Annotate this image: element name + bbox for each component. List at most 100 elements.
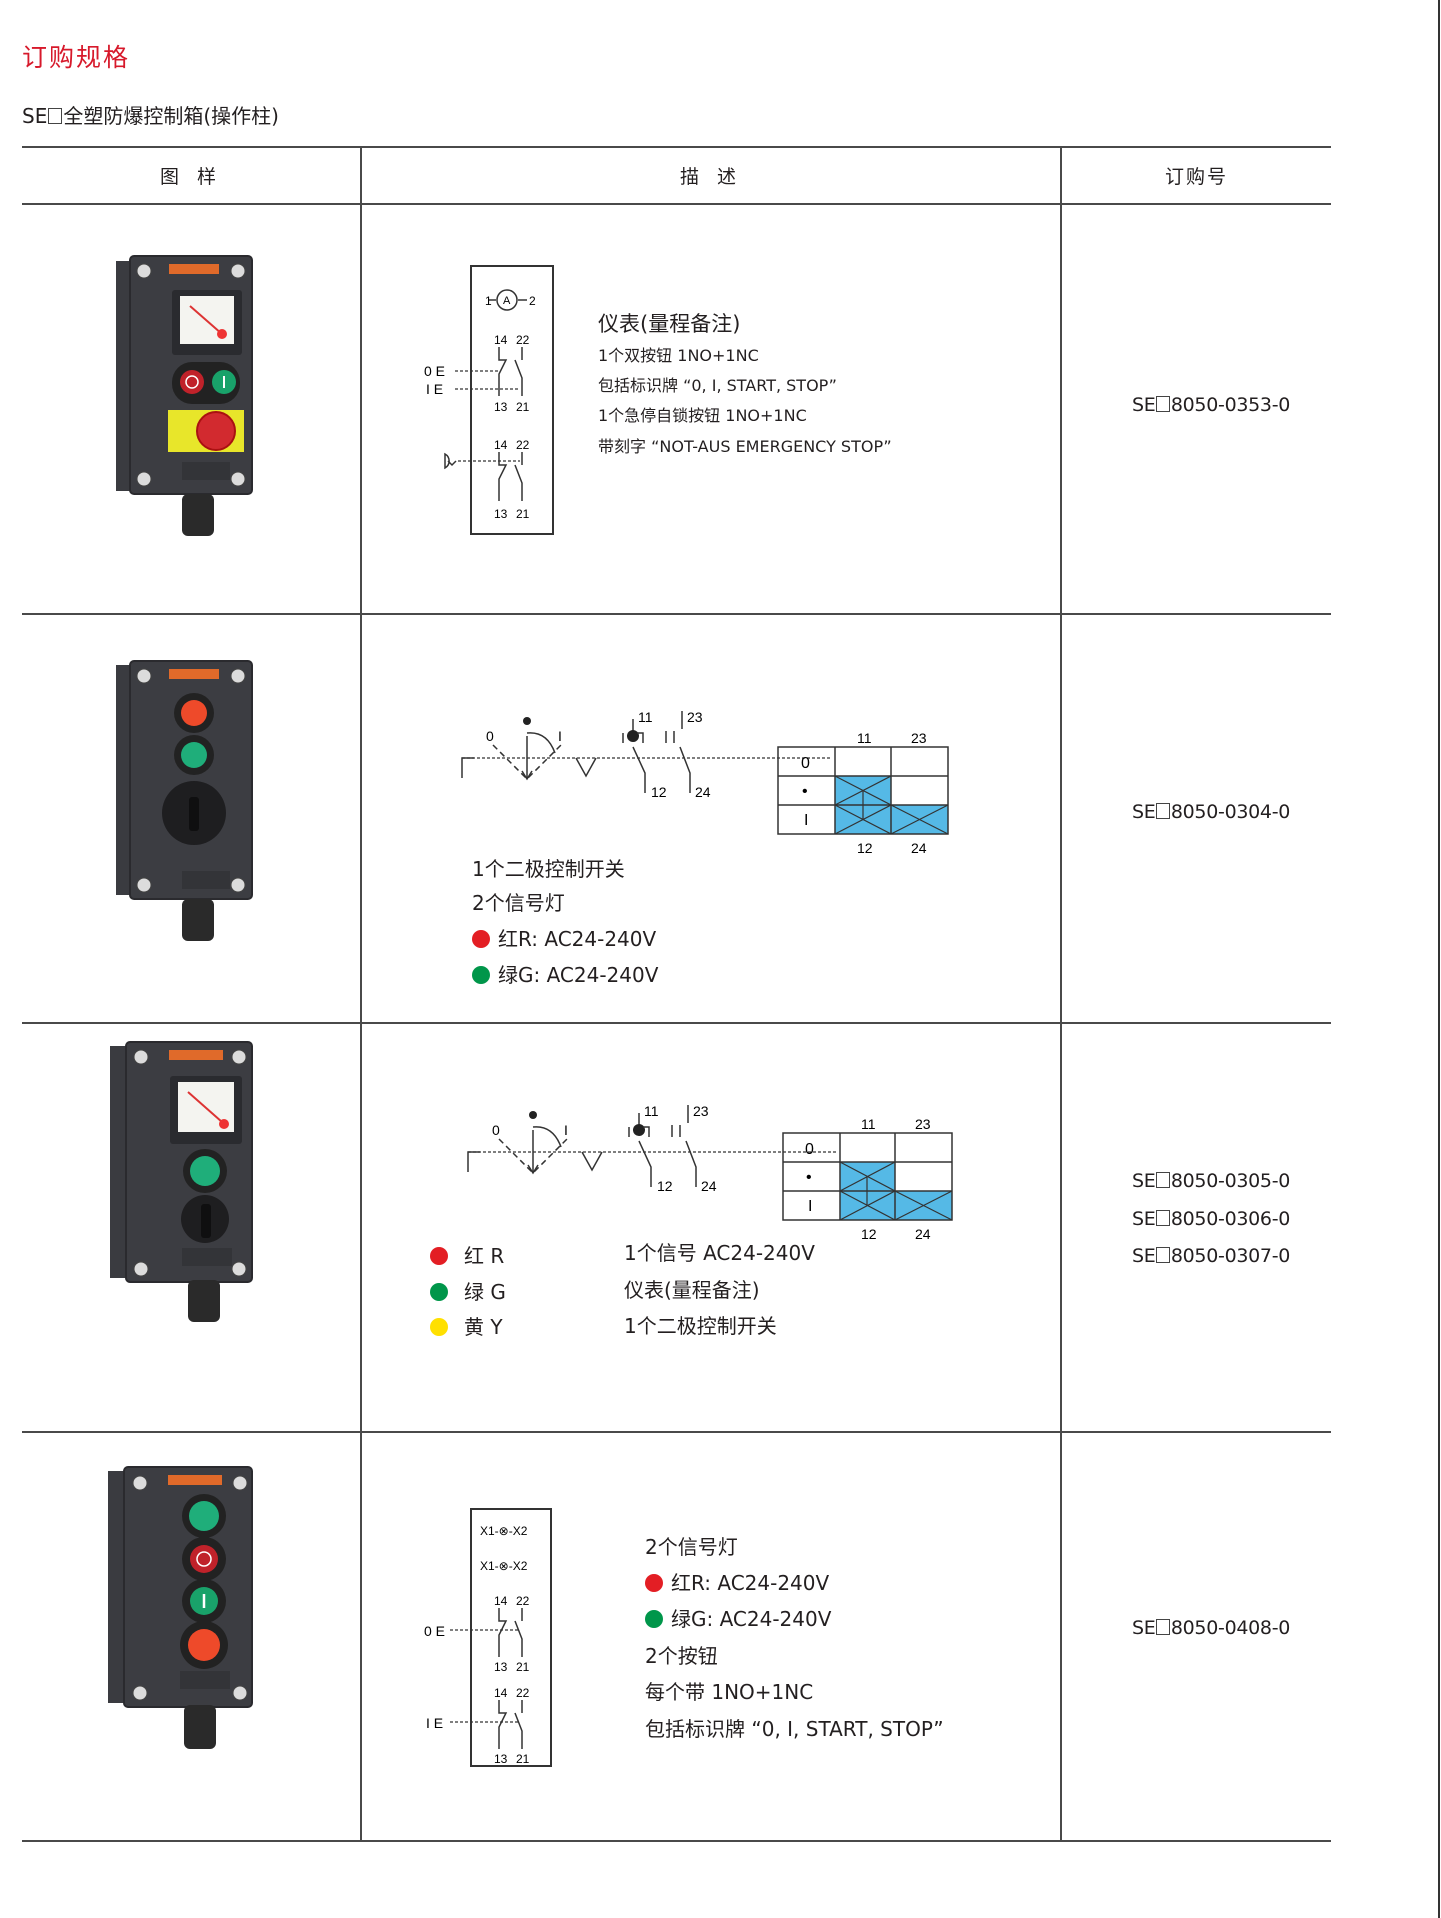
- switch-terminal: 24: [701, 1178, 717, 1194]
- matrix-row-label: •: [802, 783, 808, 800]
- page-title: 订购规格: [22, 43, 131, 72]
- desc-line: 仪表(量程备注): [598, 312, 741, 336]
- matrix-row-label: I: [804, 812, 808, 829]
- table-row: X1-⊗-X2 X1-⊗-X2 14 22 13 21 0 E 14 22 13…: [22, 1431, 1331, 1842]
- desc-line: 仪表(量程备注): [624, 1278, 760, 1302]
- lamp-line-red: 红R: AC24-240V: [645, 1567, 829, 1596]
- switch-pos-1: I: [558, 728, 562, 744]
- lamp-option-green: 绿 G: [430, 1276, 506, 1305]
- contact-matrix: 11 23 12 24 0 • I: [777, 730, 949, 856]
- order-prefix: SE: [1132, 801, 1156, 823]
- description-cell: 0 I 11 23 12 24 11 23 12 24 0: [362, 613, 1060, 1022]
- terminal-label: 21: [516, 1752, 530, 1766]
- desc-line: 1个二极控制开关: [624, 1314, 777, 1338]
- lamp-label: 黄 Y: [464, 1315, 503, 1339]
- row-divider: [22, 613, 1331, 615]
- desc-line: 1个二极控制开关: [472, 857, 625, 881]
- lamp-option-yellow: 黄 Y: [430, 1311, 503, 1340]
- order-code: 8050-0353-0: [1170, 394, 1291, 416]
- switch-terminal: 23: [693, 1103, 709, 1119]
- row-divider: [22, 1431, 1331, 1433]
- product-photo-1: [116, 255, 253, 536]
- meter-symbol: A: [503, 295, 511, 307]
- switch-terminal: 12: [657, 1178, 673, 1194]
- table-row: 1 A 2 14 22 13 21 0 E I E 14 22 13 21 仪表…: [22, 204, 1331, 615]
- switch-pos-1: I: [564, 1122, 568, 1138]
- matrix-col-label: 12: [861, 1226, 877, 1242]
- table-bottom-rule: [22, 1840, 1331, 1842]
- matrix-col-label: 23: [915, 1116, 931, 1132]
- switch-pos-0: 0: [492, 1122, 500, 1138]
- meter-right-terminal: 2: [529, 294, 536, 308]
- lamp-label: 绿G: AC24-240V: [671, 1607, 832, 1631]
- matrix-row-label: I: [808, 1198, 812, 1215]
- desc-line: 1个信号 AC24-240V: [624, 1241, 815, 1265]
- header-image: 图 样: [159, 166, 223, 188]
- green-lamp-dot-icon: [430, 1283, 448, 1301]
- terminal-label: 14: [494, 1686, 508, 1700]
- yellow-lamp-dot-icon: [430, 1318, 448, 1336]
- matrix-col-label: 12: [857, 840, 873, 856]
- row-divider: [22, 1022, 1331, 1024]
- terminal-label: 14: [494, 333, 508, 347]
- lamp-line-green: 绿G: AC24-240V: [645, 1603, 831, 1632]
- red-lamp-dot-icon: [472, 930, 490, 948]
- product-image-cell: [22, 1022, 360, 1431]
- terminal-label: 21: [516, 507, 530, 521]
- desc-line: 1个急停自锁按钮 1NO+1NC: [598, 406, 807, 425]
- order-code: 8050-0408-0: [1170, 1617, 1291, 1639]
- lamp-label: 红R: AC24-240V: [498, 927, 657, 951]
- actuator-label-0: 0 E: [424, 363, 445, 379]
- product-photo-2: [116, 660, 253, 941]
- switch-terminal: 24: [695, 784, 711, 800]
- red-lamp-dot-icon: [430, 1247, 448, 1265]
- lamp-symbol-label: X1-⊗-X2: [480, 1559, 528, 1573]
- terminal-label: 21: [516, 400, 530, 414]
- placeholder-box-icon: [1156, 803, 1170, 819]
- meter-left-terminal: 1: [485, 294, 492, 308]
- header-bottom-rule: [22, 203, 1331, 205]
- terminal-label: 14: [494, 1594, 508, 1608]
- lamp-line-green: 绿G: AC24-240V: [472, 959, 658, 988]
- terminal-label: 22: [516, 333, 530, 347]
- order-code: 8050-0305-0: [1170, 1170, 1291, 1192]
- product-image-cell: [22, 613, 360, 1022]
- wiring-diagram-4: X1-⊗-X2 X1-⊗-X2 14 22 13 21 0 E 14 22 13…: [424, 1508, 552, 1767]
- product-image-cell: [22, 204, 360, 613]
- column-divider-2: [1060, 146, 1062, 1840]
- table-row: 0 I 11 23 12 24 11 23 12 24 0: [22, 1022, 1331, 1433]
- green-lamp-dot-icon: [645, 1610, 663, 1628]
- desc-line: 每个带 1NO+1NC: [645, 1680, 814, 1704]
- placeholder-box-icon: [1156, 1172, 1170, 1188]
- switch-terminal: 12: [651, 784, 667, 800]
- placeholder-box-icon: [48, 107, 63, 124]
- switch-terminal: 23: [687, 709, 703, 725]
- lamp-line-red: 红R: AC24-240V: [472, 923, 656, 952]
- lamp-symbol-label: X1-⊗-X2: [480, 1524, 528, 1538]
- terminal-label: 14: [494, 438, 508, 452]
- subtitle-suffix: 全塑防爆控制箱(操作柱): [63, 104, 279, 128]
- desc-line: 包括标识牌 “0, I, START, STOP”: [598, 376, 837, 395]
- description-cell: X1-⊗-X2 X1-⊗-X2 14 22 13 21 0 E 14 22 13…: [362, 1431, 1060, 1840]
- lamp-label: 绿G: AC24-240V: [498, 963, 659, 987]
- header-order-number: 订购号: [1164, 166, 1228, 188]
- switch-terminal: 11: [638, 709, 653, 725]
- column-divider-1: [360, 146, 362, 1840]
- description-cell: 0 I 11 23 12 24 11 23 12 24 0: [362, 1022, 1060, 1431]
- red-lamp-dot-icon: [645, 1574, 663, 1592]
- wiring-diagram-1: 1 A 2 14 22 13 21 0 E I E 14 22 13 21: [424, 265, 554, 535]
- terminal-label: 22: [516, 1594, 530, 1608]
- terminal-label: 13: [494, 507, 508, 521]
- selector-switch-diagram-2: 0 I 11 23 12 24 11 23 12 24 0: [461, 709, 949, 856]
- desc-line: 2个按钮: [645, 1644, 718, 1668]
- placeholder-box-icon: [1156, 1619, 1170, 1635]
- desc-line: 1个双按钮 1NO+1NC: [598, 346, 759, 365]
